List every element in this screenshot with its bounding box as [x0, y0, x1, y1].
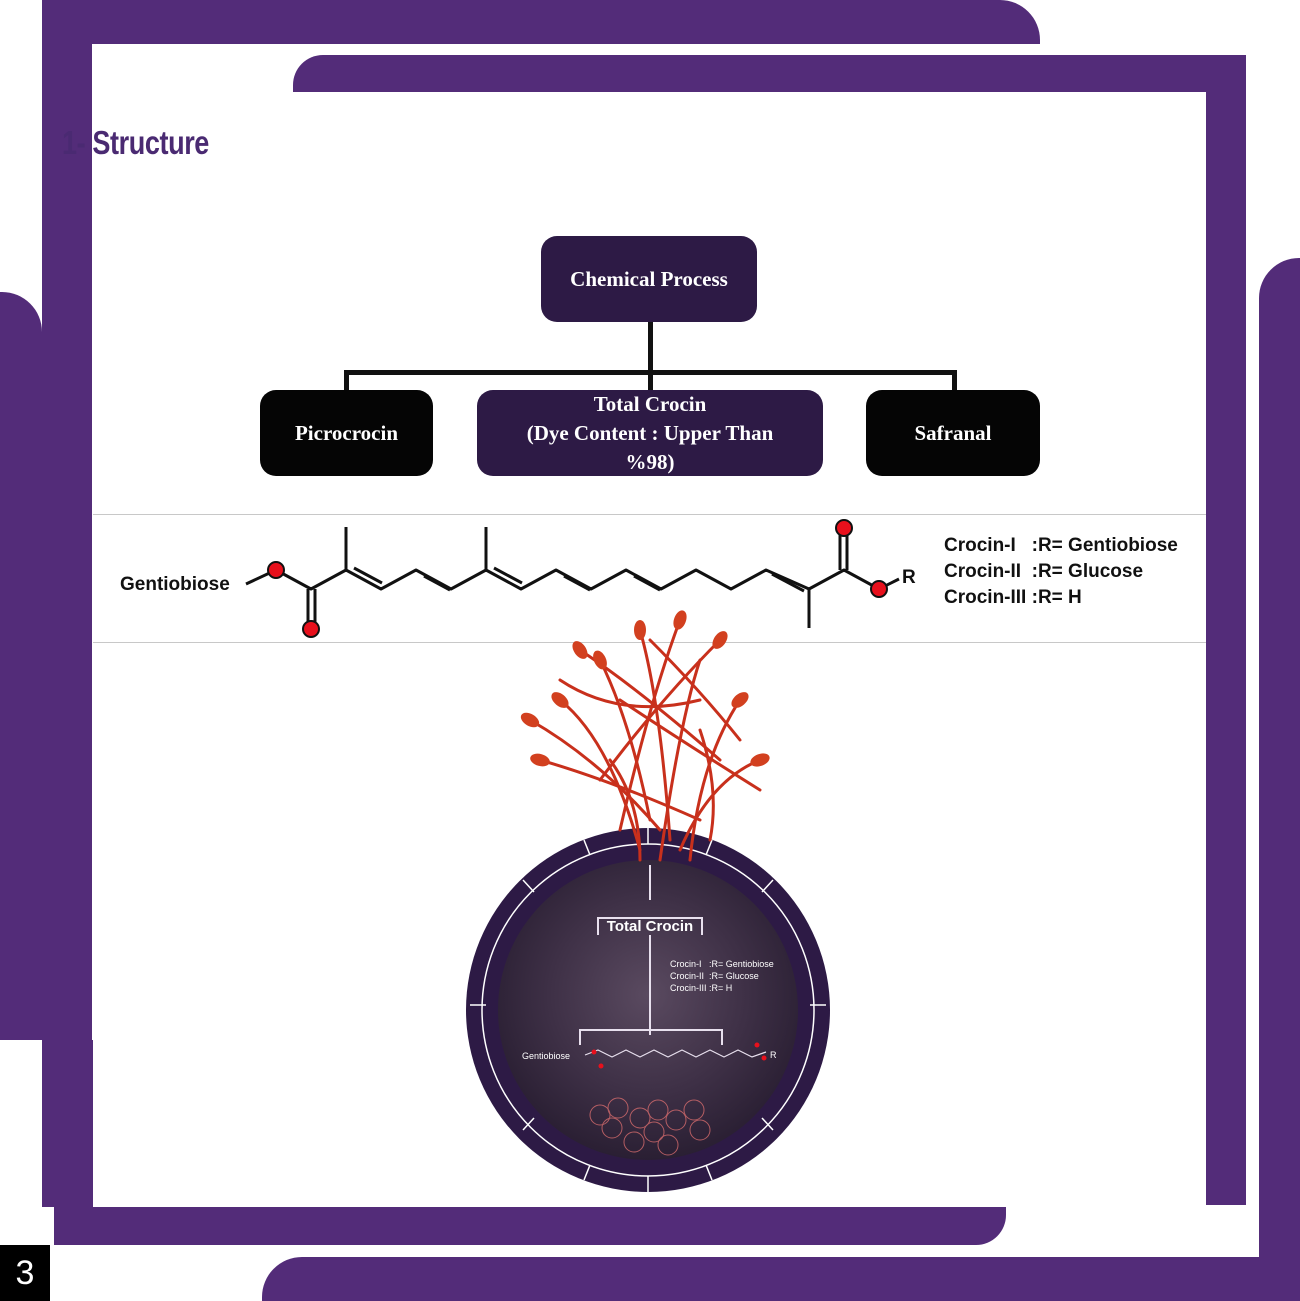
section-heading: 1- Structure — [62, 124, 209, 161]
badge-mini-oxygens — [591, 1042, 767, 1069]
r-group-label: R — [902, 567, 916, 588]
frame-top-inner — [293, 55, 1246, 92]
structure-band — [93, 514, 1206, 643]
page-number: 3 — [0, 1245, 50, 1301]
node-picrocrocin: Picrocrocin — [260, 390, 433, 476]
root-node: Chemical Process — [541, 236, 757, 322]
saffron-stigma-tips — [520, 610, 770, 767]
double-bond-4 — [563, 574, 591, 592]
connector-vertical — [648, 322, 653, 394]
node-total-crocin: Total Crocin (Dye Content : Upper Than %… — [477, 390, 823, 476]
node-total-crocin-line-2: (Dye Content : Upper Than — [526, 420, 774, 445]
badge-gentiobiose: Gentiobiose — [522, 1051, 570, 1061]
badge-legend-2: Crocin-II :R= Glucose — [670, 971, 759, 981]
connector-right-drop — [952, 370, 957, 392]
double-bond-6 — [771, 572, 805, 593]
badge-legend-3: Crocin-III :R= H — [670, 983, 732, 993]
frame-bottom-outer — [262, 1257, 1300, 1301]
node-total-crocin-line-3: %98) — [625, 449, 675, 474]
badge-legend-1: Crocin-I :R= Gentiobiose — [670, 959, 774, 969]
frame-top-outer — [42, 0, 1040, 44]
frame-right-outer — [1259, 258, 1300, 1300]
saffron-threads — [528, 618, 762, 862]
oxygen-atom-4 — [870, 580, 888, 598]
badge-r-group: R — [770, 1050, 777, 1060]
legend-crocin-3: Crocin-III :R= H — [944, 587, 1082, 608]
badge-soil — [498, 860, 798, 1160]
oxygen-atom-2 — [302, 620, 320, 638]
legend-crocin-2: Crocin-II :R= Glucose — [944, 561, 1144, 582]
legend-crocin-1: Crocin-I :R= Gentiobiose — [944, 535, 1178, 556]
gentiobiose-label: Gentiobiose — [120, 574, 230, 595]
badge-ticks — [470, 828, 826, 1192]
frame-left-outer — [42, 0, 92, 1207]
connector-left-drop — [344, 370, 349, 392]
double-bond-2 — [423, 574, 451, 592]
frame-bottom-inner — [54, 1207, 1006, 1245]
oxygen-atom-1 — [267, 561, 285, 579]
oxygen-atom-3 — [835, 519, 853, 537]
connector-horizontal — [344, 370, 957, 375]
frame-left-tab — [0, 292, 42, 1040]
badge-mini-chain — [584, 1049, 767, 1058]
badge-ring-motif — [589, 1097, 711, 1156]
double-bond-3 — [493, 566, 523, 585]
node-safranal: Safranal — [866, 390, 1040, 476]
badge-tree — [579, 865, 723, 1045]
frame-right-inner — [1206, 55, 1246, 1205]
badge-title: Total Crocin — [607, 918, 693, 935]
double-bond-1 — [353, 566, 383, 585]
double-bond-5 — [633, 574, 661, 592]
node-total-crocin-line-1: Total Crocin — [593, 391, 707, 416]
